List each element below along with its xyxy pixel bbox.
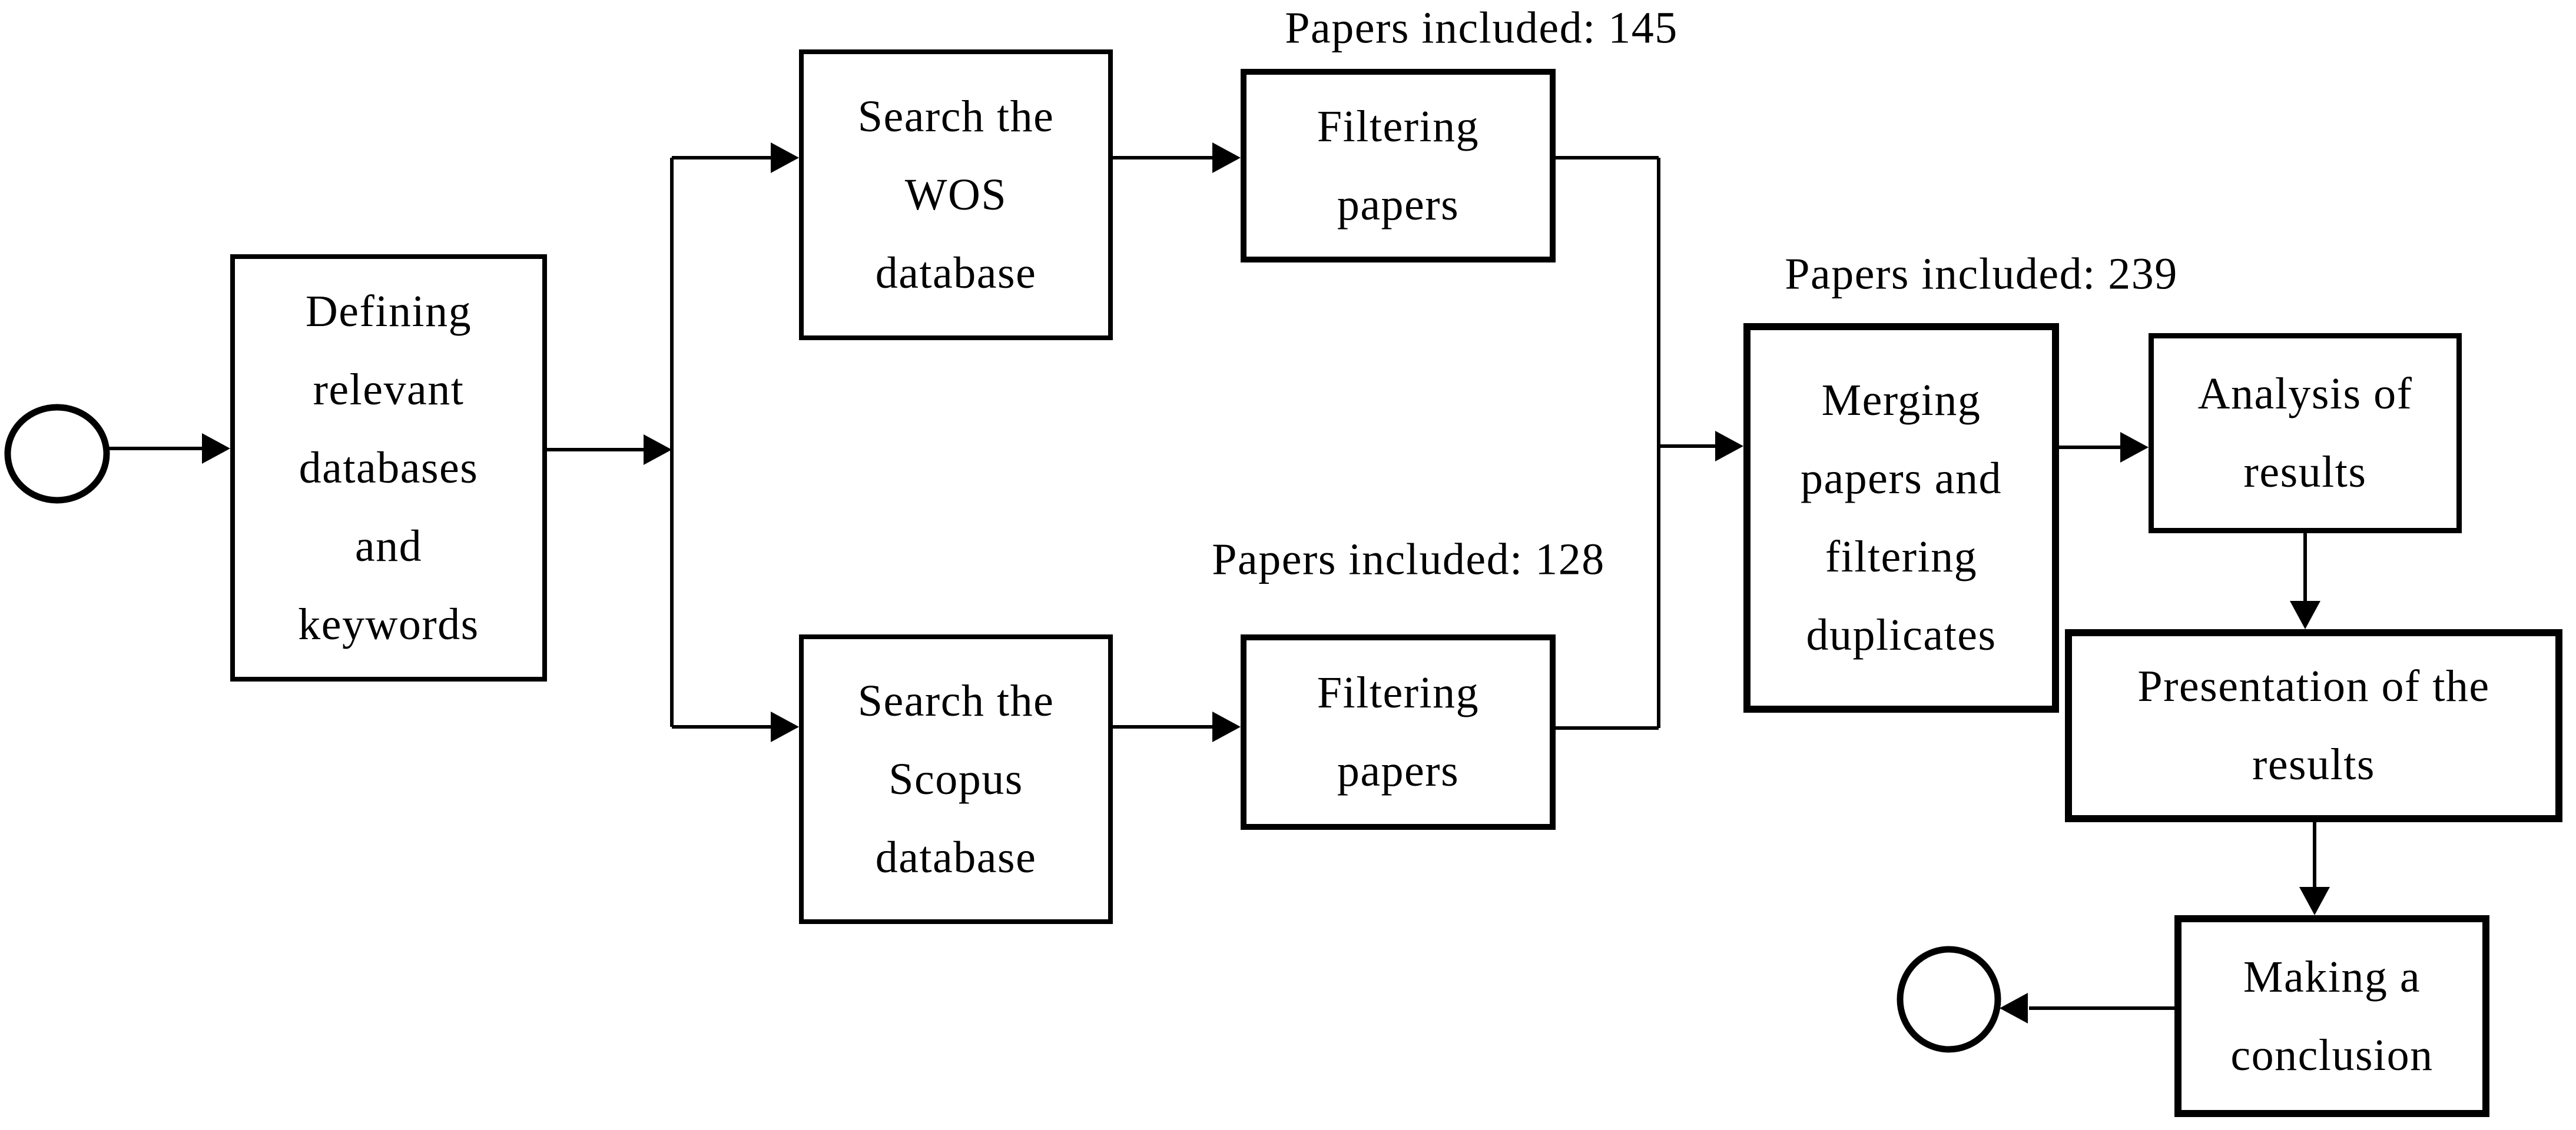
node-search-wos: Search the WOS database: [799, 49, 1113, 340]
node-label: Presentation of the results: [2137, 662, 2490, 789]
node-search-scopus: Search the Scopus database: [799, 634, 1113, 924]
node-analysis-results: Analysis of results: [2149, 333, 2462, 533]
end-terminal-circle: [1897, 946, 2001, 1053]
start-terminal-circle: [4, 404, 110, 504]
connector-scopus-to-filtering: [1113, 712, 1241, 742]
label-papers-included-merged: Papers included: 239: [1785, 249, 2178, 299]
connector-merging-to-analysis: [2059, 432, 2149, 463]
node-label: Analysis of results: [2197, 369, 2413, 497]
node-filtering-scopus: Filtering papers: [1241, 634, 1556, 830]
arrowhead-right-icon: [1212, 712, 1241, 742]
node-filtering-wos: Filtering papers: [1241, 69, 1556, 262]
connector-defining-to-branch: [547, 434, 672, 465]
arrowhead-right-icon: [1212, 142, 1241, 173]
connector-branch-to-wos: [672, 142, 799, 173]
node-label: Defining relevant databases and keywords: [298, 286, 479, 649]
arrowhead-right-icon: [2120, 432, 2149, 463]
arrowhead-right-icon: [771, 712, 799, 742]
arrowhead-down-icon: [2299, 887, 2330, 915]
node-label: Making a conclusion: [2230, 952, 2434, 1080]
node-presentation-results: Presentation of the results: [2065, 629, 2562, 822]
connector-branch-to-scopus: [672, 712, 799, 742]
node-label: Merging papers and filtering duplicates: [1800, 375, 2003, 660]
arrowhead-left-icon: [2000, 993, 2028, 1023]
node-label: Search the WOS database: [857, 91, 1055, 298]
node-label: Search the Scopus database: [857, 676, 1055, 882]
connector-wos-to-filtering: [1113, 142, 1241, 173]
label-papers-included-scopus: Papers included: 128: [1212, 534, 1605, 584]
connector-analysis-to-presentation: [2290, 533, 2320, 629]
arrowhead-right-icon: [1715, 431, 1743, 461]
arrowhead-right-icon: [202, 433, 230, 464]
label-papers-included-wos: Papers included: 145: [1285, 3, 1678, 53]
node-defining-databases: Defining relevant databases and keywords: [230, 254, 547, 682]
arrowhead-right-icon: [771, 142, 799, 173]
node-merging-duplicates: Merging papers and filtering duplicates: [1743, 323, 2059, 713]
connector-merge-line-to-merging: [1659, 431, 1743, 461]
connector-presentation-to-conclusion: [2299, 822, 2330, 915]
arrowhead-right-icon: [644, 434, 672, 465]
arrowhead-down-icon: [2290, 601, 2320, 629]
connector-start-to-defining: [107, 433, 230, 464]
connector-conclusion-to-end: [2000, 993, 2174, 1023]
node-label: Filtering papers: [1317, 101, 1480, 230]
node-making-conclusion: Making a conclusion: [2174, 915, 2489, 1117]
node-label: Filtering papers: [1317, 668, 1480, 796]
